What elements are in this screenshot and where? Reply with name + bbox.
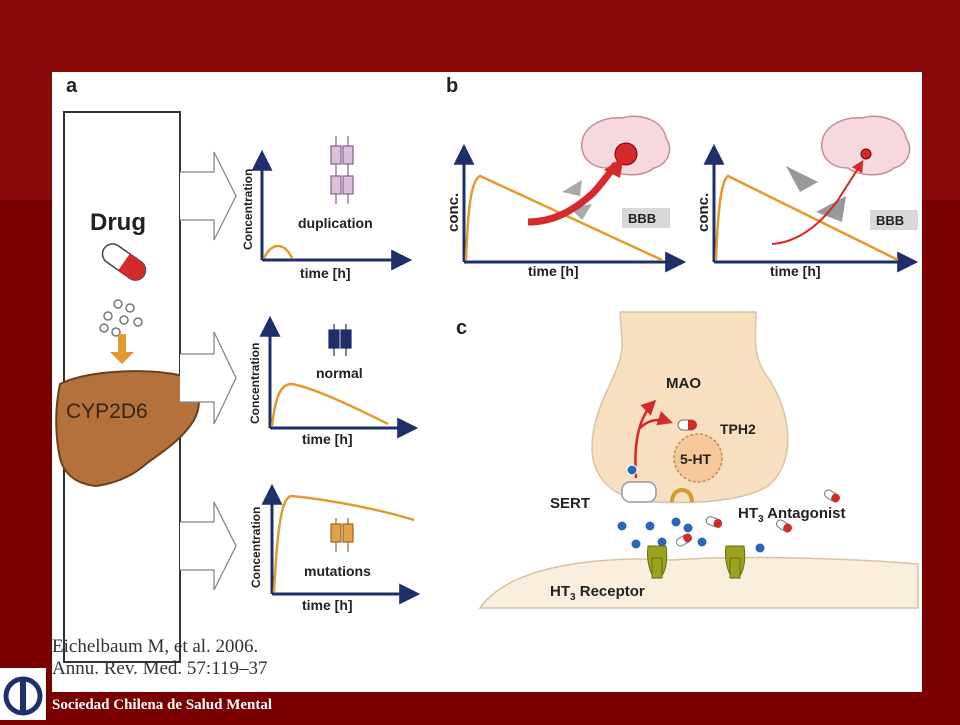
drug-flux-arrow-icon [771,159,864,245]
y-axis-label: Concentration [248,343,262,424]
curve-duplication [262,244,294,259]
serotonin-label: 5-HT [680,451,712,467]
y-axis-label: Concentration [241,169,255,250]
capsule-icon [101,243,147,281]
antagonist-label: HT3 Antagonist [738,505,846,525]
panel-b-letter: b [446,75,458,97]
curve-normal [270,382,389,427]
curve-mutations [272,494,415,593]
receptor-label: HT3 Receptor [550,583,645,603]
y-axis-label: Concentration [249,507,263,588]
tph2-label: TPH2 [720,421,756,437]
arrow-duplication-icon [180,151,237,241]
gene-copies-mutations-icon [330,518,354,552]
y-axis-label: conc. [445,193,462,232]
autoreceptor-icon [670,488,694,503]
bbb-label: BBB [876,213,904,228]
chart-normal: Concentration time [h] normal [248,315,419,447]
citation-line-2: Annu. Rev. Med. 57:119–37 [52,658,268,679]
panel-c-letter: c [456,317,467,339]
enzyme-label: CYP2D6 [66,400,148,423]
organization-name: Sociedad Chilena de Salud Mental [52,697,273,713]
logo-mark-icon [3,676,43,716]
figure-svg: a Drug CYP2D6 Concentration time [h] dup… [55,75,919,663]
tph2-enzyme-icon [677,419,697,431]
panel-a-letter: a [66,75,78,97]
mao-label: MAO [666,375,701,392]
tph2-path-icon [639,411,673,429]
gene-copies-normal-icon [328,324,352,356]
drug-flux-arrowhead-icon [604,156,624,178]
phenotype-duplication: duplication [298,215,373,231]
bbb-label: BBB [628,211,656,226]
phenotype-mutations: mutations [304,563,371,579]
phenotype-normal: normal [316,365,363,381]
figure-panel: a Drug CYP2D6 Concentration time [h] dup… [52,72,922,692]
presynaptic-terminal [591,311,789,504]
barrier-wedge-icon [562,180,582,196]
chart-duplication: Concentration time [h] duplication [241,136,413,281]
serotonin-molecules [616,464,766,554]
phenotype-arrows [180,151,237,591]
bbb-badge [622,208,670,228]
serotonin-vesicle [673,433,723,483]
organization-logo [0,668,46,720]
chart-bbb-permeable: conc. time [h] BBB [445,115,687,279]
curve-b1 [464,174,663,262]
citation-line-1: Eichelbaum M, et al. 2006. [52,636,259,657]
citation: Eichelbaum M, et al. 2006. Annu. Rev. Me… [52,636,268,680]
x-axis-label: time [h] [770,263,821,279]
bbb-badge [870,210,918,230]
brain-icon [581,115,671,176]
chart-mutations: Concentration time [h] mutations [249,483,421,613]
x-axis-label: time [h] [302,431,353,447]
ht3-receptor-icon [647,545,668,580]
arrow-mutations-icon [180,501,237,591]
gene-copies-duplication-icon [330,136,354,204]
drug-label: Drug [90,209,146,236]
chart-bbb-restricted: conc. time [h] BBB [695,115,919,279]
liver-icon [55,370,200,488]
antagonist-molecules [676,489,840,547]
sert-label: SERT [550,495,590,512]
curve-b2 [714,174,899,262]
x-axis-label: time [h] [528,263,579,279]
x-axis-label: time [h] [300,265,351,281]
metabolism-arrow-icon [110,334,134,364]
y-axis-label: conc. [695,193,712,232]
footer-bar [0,692,960,720]
x-axis-label: time [h] [302,597,353,613]
ht3-receptor-icon [725,545,746,580]
brain-icon [821,115,911,176]
arrow-normal-icon [180,331,237,425]
postsynaptic-membrane [478,556,919,609]
barrier-wedge-icon [786,166,818,192]
sert-transporter [621,481,657,503]
